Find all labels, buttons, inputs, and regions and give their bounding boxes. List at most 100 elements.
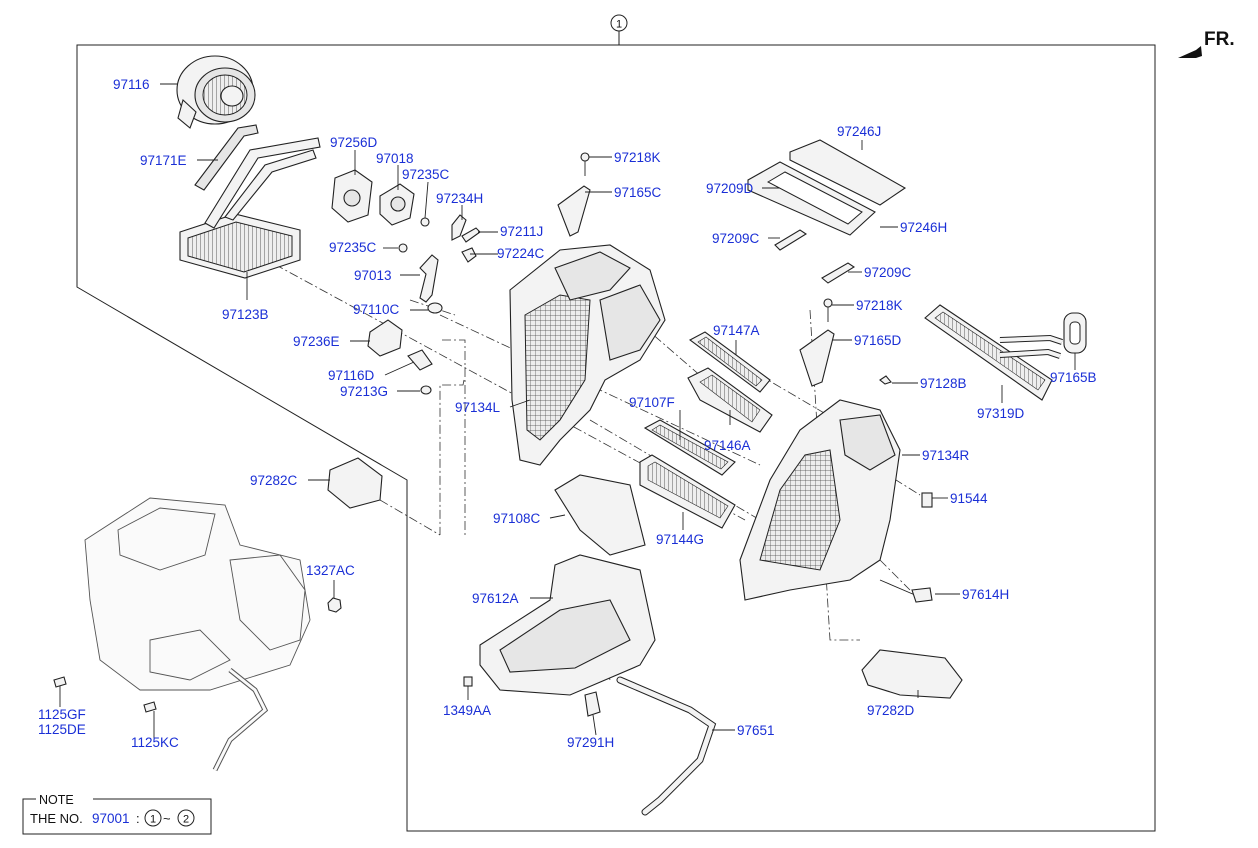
sensor-97614H-part[interactable]	[879, 579, 933, 603]
label-97165D[interactable]: 97165D	[854, 333, 902, 348]
label-97108C[interactable]: 97108C	[493, 511, 541, 526]
nut-1327AC-part[interactable]	[327, 597, 342, 613]
label-97165C[interactable]: 97165C	[614, 185, 662, 200]
actuator-97256D-part[interactable]	[331, 169, 373, 223]
label-97209C-b[interactable]: 97209C	[864, 265, 912, 280]
note-range-start: 1	[150, 814, 156, 826]
bolt-1125KC-part[interactable]	[143, 701, 157, 736]
duct-97282C-part[interactable]	[327, 457, 383, 509]
label-97123B[interactable]: 97123B	[222, 307, 269, 322]
label-97218K-b[interactable]: 97218K	[856, 298, 903, 313]
label-97218K-a[interactable]: 97218K	[614, 150, 661, 165]
label-97235C-b[interactable]: 97235C	[329, 240, 377, 255]
label-1125GF[interactable]: 1125GF	[38, 707, 86, 722]
label-1125DE[interactable]: 1125DE	[38, 722, 86, 737]
washer-97235C-part[interactable]	[398, 243, 408, 253]
leader-lines	[59, 83, 1076, 738]
label-1349AA[interactable]: 1349AA	[443, 703, 491, 718]
door-97107F-part[interactable]	[643, 419, 736, 476]
label-97291H[interactable]: 97291H	[567, 735, 614, 750]
rod-97013-part[interactable]	[419, 254, 439, 303]
label-97651[interactable]: 97651	[737, 723, 775, 738]
label-97234H[interactable]: 97234H	[436, 191, 483, 206]
label-97018[interactable]: 97018	[376, 151, 414, 166]
label-97211J[interactable]: 97211J	[500, 224, 543, 239]
seal-97165C-part[interactable]	[557, 185, 591, 237]
duct-97108C-part[interactable]	[554, 474, 646, 556]
screw-97218K-part[interactable]	[580, 152, 590, 176]
bracket-91544-part[interactable]	[921, 492, 933, 508]
grommet-97213G-part[interactable]	[420, 385, 432, 395]
heater-core-part[interactable]	[179, 137, 321, 279]
clip-97291H-part[interactable]	[584, 691, 601, 717]
clip-97235C-part[interactable]	[420, 217, 430, 227]
label-97224C[interactable]: 97224C	[497, 246, 545, 261]
case-right-97134R-part[interactable]	[739, 399, 901, 601]
screw-97218K-b-part[interactable]	[823, 298, 833, 322]
bolt-1125GF-part[interactable]	[53, 676, 67, 705]
seal-97165D-part[interactable]	[799, 329, 835, 387]
label-97282C[interactable]: 97282C	[250, 473, 298, 488]
cap-97110C-part[interactable]	[427, 302, 443, 314]
filter-frame-97246J-part[interactable]	[789, 139, 907, 206]
label-97134L[interactable]: 97134L	[455, 400, 501, 415]
label-1327AC[interactable]: 1327AC	[306, 563, 355, 578]
clip-97128B-part[interactable]	[879, 375, 892, 385]
label-97110C[interactable]: 97110C	[353, 302, 400, 317]
label-97256D[interactable]: 97256D	[330, 135, 378, 150]
label-97107F[interactable]: 97107F	[629, 395, 675, 410]
label-97144G[interactable]: 97144G	[656, 532, 704, 547]
link-97211J-part[interactable]	[461, 227, 481, 243]
door-97147A-part[interactable]	[688, 331, 771, 393]
note-title: NOTE	[39, 793, 74, 807]
lever-97234H-part[interactable]	[451, 214, 467, 241]
actuator-97236E-part[interactable]	[367, 319, 403, 357]
blower-motor-part[interactable]	[176, 55, 256, 129]
cover-97612A-part[interactable]	[479, 554, 656, 696]
front-direction-indicator: FR.	[1178, 29, 1235, 58]
label-97246J[interactable]: 97246J	[837, 124, 881, 139]
part-labels: 97116 97171E 97123B 97256D 97018 97235C …	[38, 77, 1097, 750]
label-97165B[interactable]: 97165B	[1050, 370, 1097, 385]
label-1125KC[interactable]: 1125KC	[131, 735, 179, 750]
label-91544[interactable]: 91544	[950, 491, 988, 506]
assembly-number-circle: 1	[616, 19, 622, 31]
drain-hose-97651-part[interactable]	[616, 676, 717, 816]
heater-pipe-bracket-part[interactable]	[194, 124, 259, 191]
gasket-97165B-part[interactable]	[1063, 312, 1087, 354]
filter-frame-97209D-part[interactable]	[747, 161, 876, 236]
cam-97224C-part[interactable]	[461, 247, 477, 263]
seal-strip-97209C-a-part[interactable]	[774, 229, 808, 251]
note-range-end: 2	[183, 814, 189, 826]
case-left-97134L-part[interactable]	[509, 244, 666, 466]
front-arrow-icon	[1178, 46, 1202, 58]
actuator-97018-part[interactable]	[379, 183, 415, 226]
label-97319D[interactable]: 97319D	[977, 406, 1025, 421]
label-97612A[interactable]: 97612A	[472, 591, 519, 606]
duct-97282D-part[interactable]	[861, 649, 963, 699]
note-part-number[interactable]: 97001	[92, 811, 130, 826]
label-97147A[interactable]: 97147A	[713, 323, 760, 338]
label-97013[interactable]: 97013	[354, 268, 392, 283]
label-97134R[interactable]: 97134R	[922, 448, 970, 463]
clip-1349AA-part[interactable]	[463, 676, 473, 687]
label-97282D[interactable]: 97282D	[867, 703, 915, 718]
label-97614H[interactable]: 97614H	[962, 587, 1009, 602]
label-97128B[interactable]: 97128B	[920, 376, 967, 391]
note-prefix: THE NO.	[30, 811, 83, 826]
door-97146A-part[interactable]	[687, 367, 773, 433]
duct-97116D-part[interactable]	[407, 349, 433, 371]
label-97213G[interactable]: 97213G	[340, 384, 388, 399]
label-97235C-a[interactable]: 97235C	[402, 167, 450, 182]
label-97246H[interactable]: 97246H	[900, 220, 947, 235]
label-97146A[interactable]: 97146A	[704, 438, 751, 453]
label-97209C-a[interactable]: 97209C	[712, 231, 760, 246]
label-97116[interactable]: 97116	[113, 77, 150, 92]
label-97209D[interactable]: 97209D	[706, 181, 754, 196]
door-97144G-part[interactable]	[639, 454, 736, 529]
label-97236E[interactable]: 97236E	[293, 334, 340, 349]
label-97171E[interactable]: 97171E	[140, 153, 187, 168]
evaporator-97319D-part[interactable]	[924, 304, 1063, 401]
label-97116D[interactable]: 97116D	[328, 368, 375, 383]
seal-strip-97209C-b-part[interactable]	[821, 262, 856, 284]
